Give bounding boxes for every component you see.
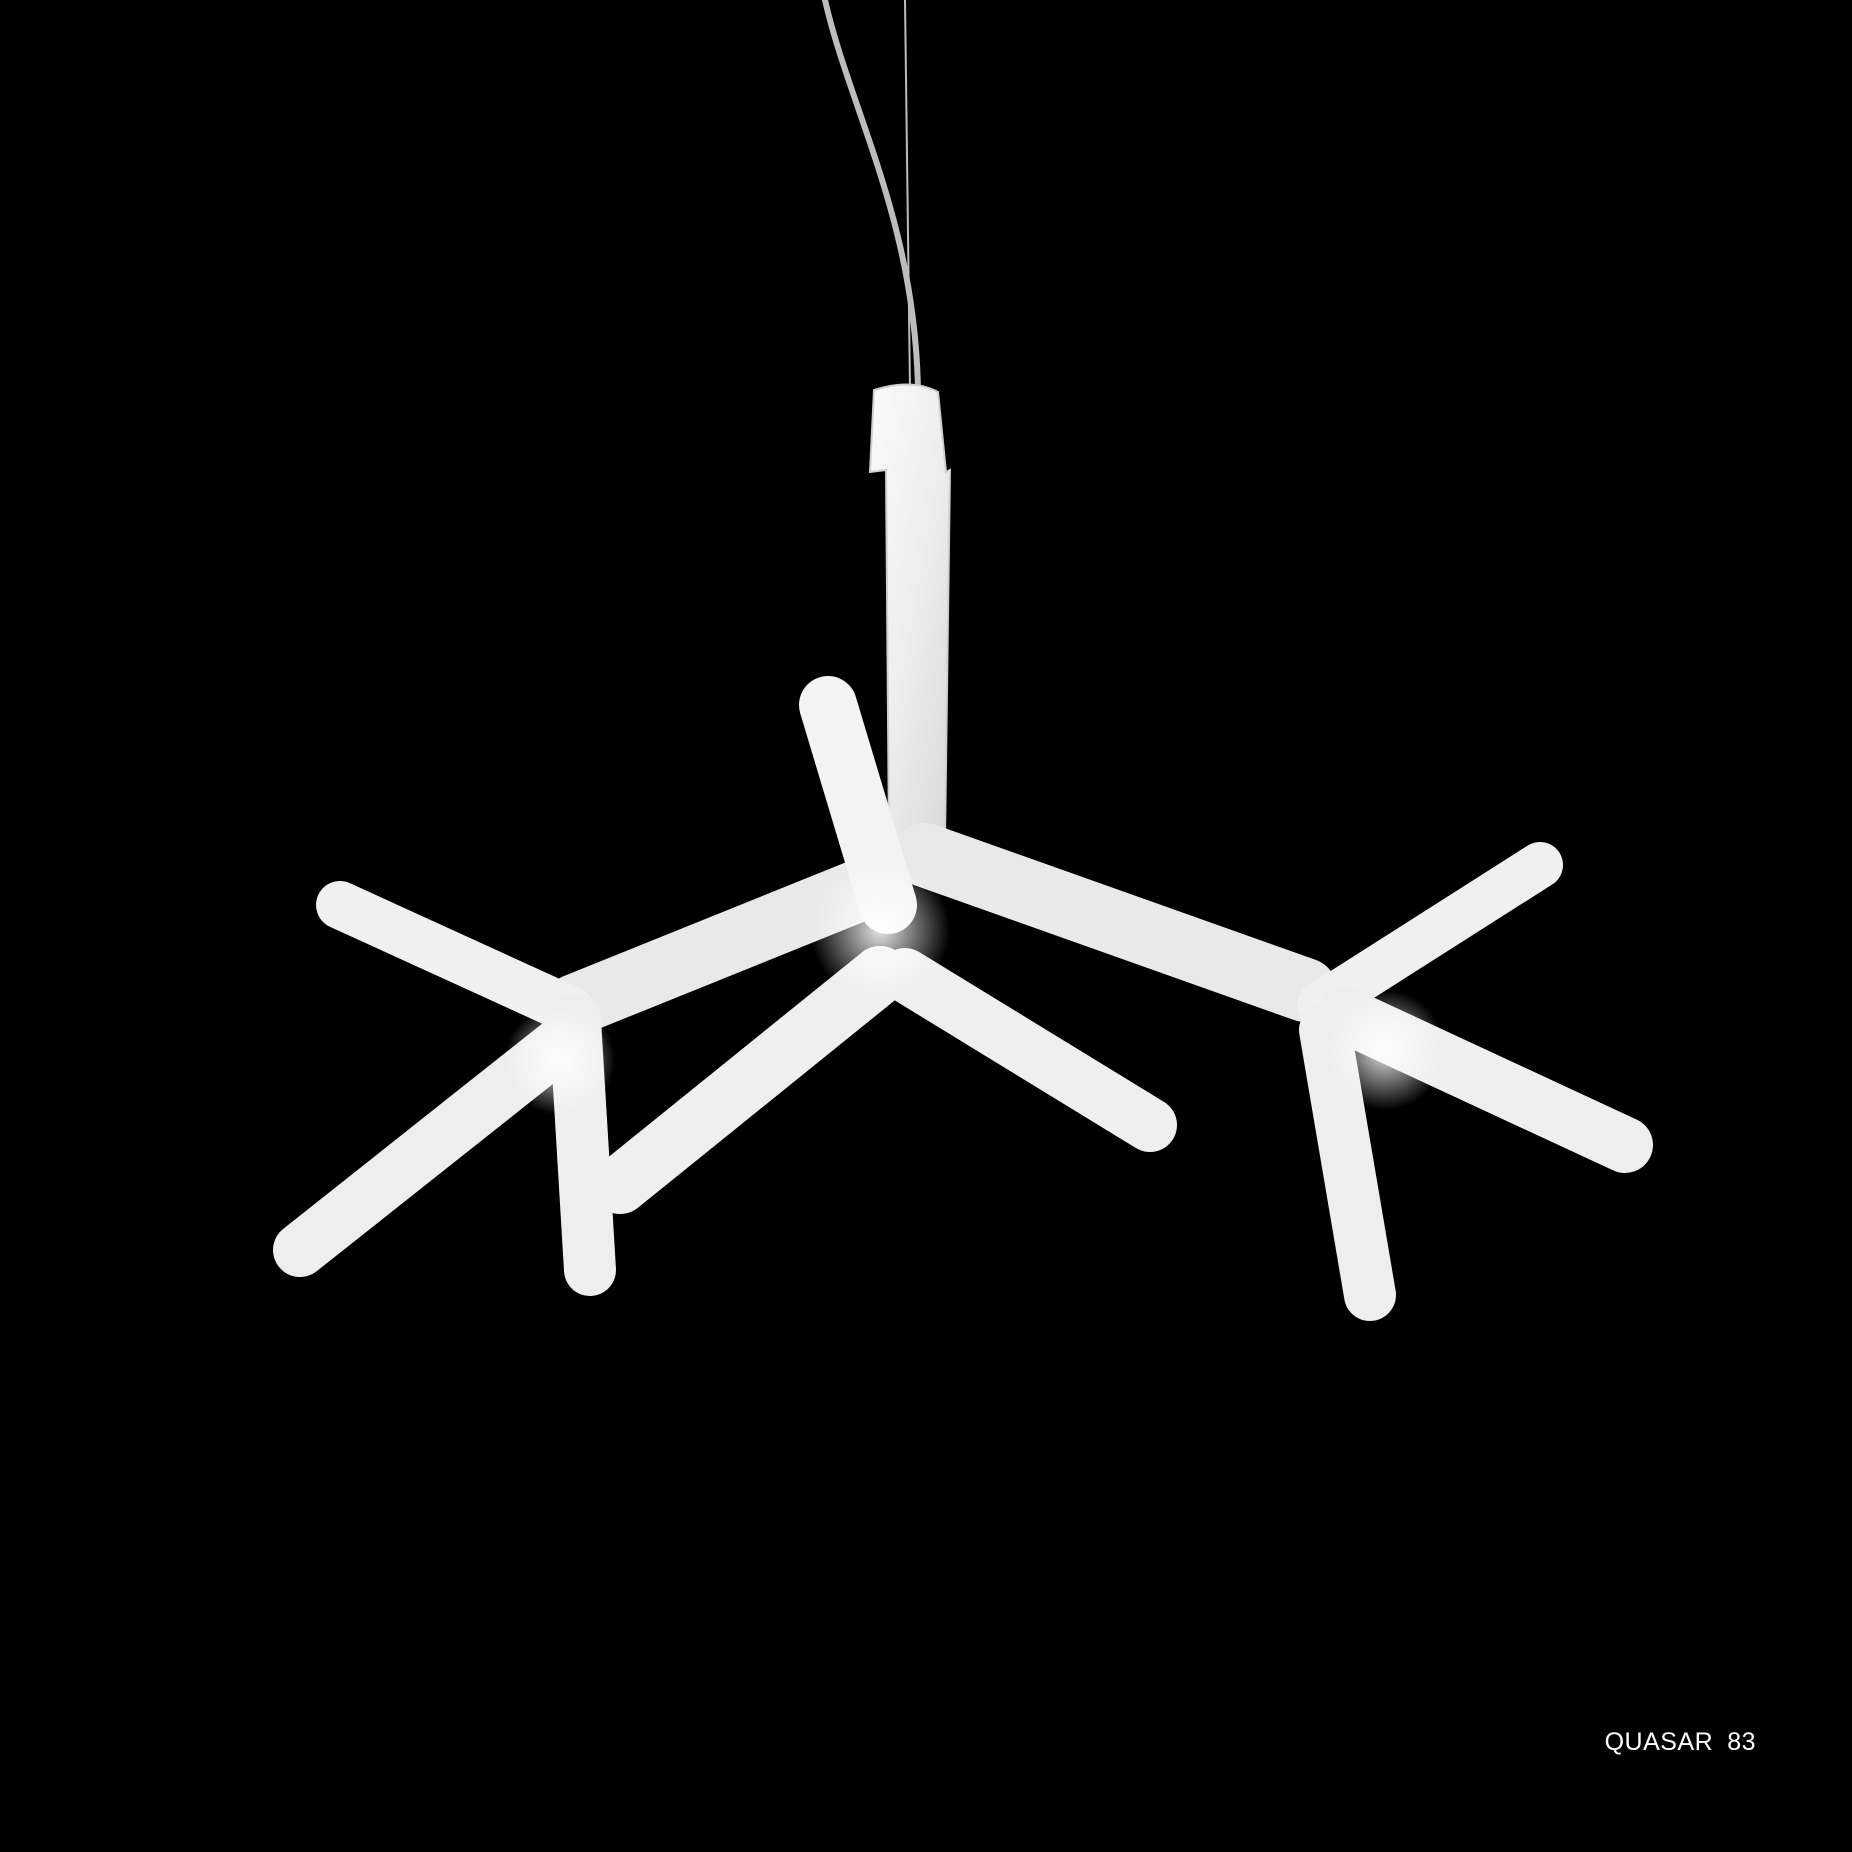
suspension-cable xyxy=(822,0,921,393)
page-footer: QUASAR 83 xyxy=(1605,1728,1756,1757)
lamp-stem xyxy=(868,383,952,841)
page-number: 83 xyxy=(1727,1728,1756,1756)
lamp-glow xyxy=(505,860,1445,1115)
product-name: QUASAR xyxy=(1604,1728,1714,1756)
lamp-arms xyxy=(273,676,1653,1321)
